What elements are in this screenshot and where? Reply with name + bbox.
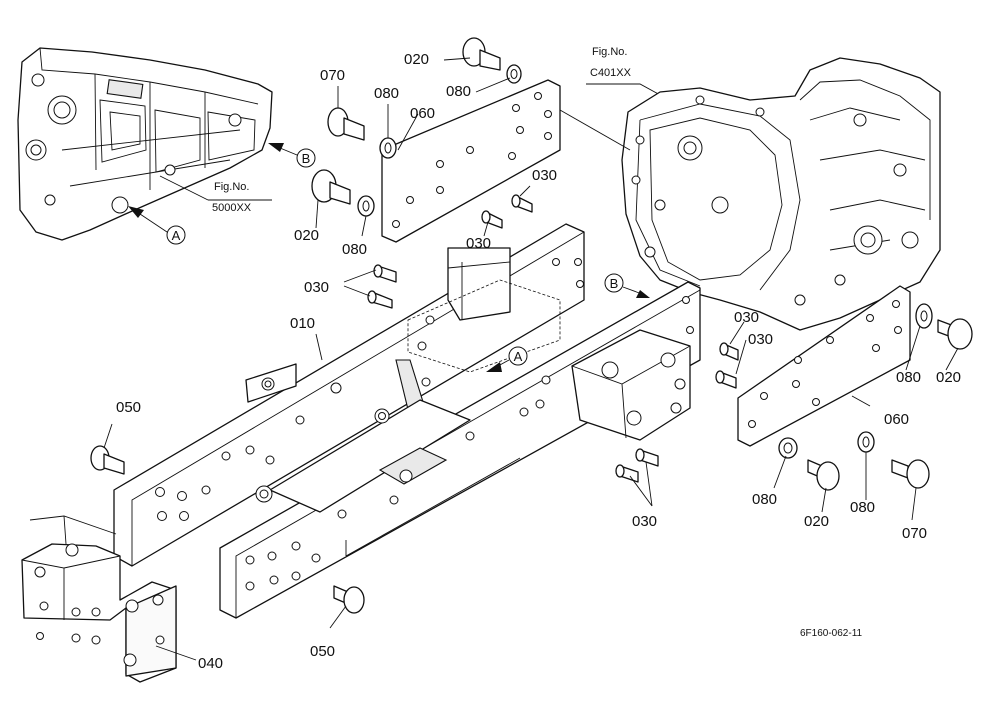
bolt-020-right (937, 318, 973, 350)
bolt-070-top (327, 107, 365, 141)
label-030-e: 030 (748, 331, 773, 348)
washer-080-c (357, 195, 375, 217)
washer-080-b (379, 137, 397, 159)
leader-lines (103, 57, 959, 661)
label-030-a: 030 (532, 167, 557, 184)
label-060-right: 060 (884, 411, 909, 428)
label-030-b: 030 (466, 235, 491, 252)
svg-text:Fig.No.: Fig.No. (592, 46, 627, 58)
label-040: 040 (198, 655, 223, 672)
bolt-070-bottom (891, 459, 930, 489)
label-030-c: 030 (304, 279, 329, 296)
label-080-a: 080 (446, 83, 471, 100)
svg-text:C401XX: C401XX (590, 67, 632, 79)
bolt-020-top (462, 37, 501, 71)
label-030-f: 030 (632, 513, 657, 530)
label-080-f: 080 (850, 499, 875, 516)
plate-060-top (381, 79, 631, 243)
bolt-050-left (90, 445, 125, 475)
washer-080-br (857, 431, 875, 453)
label-010: 010 (290, 315, 315, 332)
label-080-c: 080 (342, 241, 367, 258)
engine-block (17, 47, 273, 241)
bolt-050-bottom (333, 585, 365, 614)
label-030-d: 030 (734, 309, 759, 326)
washer-080-top (506, 64, 522, 84)
plate-060-right (737, 285, 911, 447)
fig-ref-5000xx: Fig.No. 5000XX (159, 175, 272, 214)
svg-text:Fig.No.: Fig.No. (214, 181, 249, 193)
svg-text:A: A (172, 228, 181, 243)
callout-b-top: B (268, 143, 316, 168)
label-080-b: 080 (374, 85, 399, 102)
label-080-e: 080 (752, 491, 777, 508)
bolt-020-left (311, 169, 351, 205)
label-020-top: 020 (404, 51, 429, 68)
frame-rail-010 (113, 223, 585, 567)
callout-b-right: B (604, 273, 650, 298)
label-070-top: 070 (320, 67, 345, 84)
bolt-020-bottom (807, 459, 840, 491)
label-060-top: 060 (410, 105, 435, 122)
label-020-right: 020 (936, 369, 961, 386)
bolt-030-set (367, 194, 739, 483)
washer-080-bl (778, 437, 798, 459)
svg-text:B: B (610, 276, 619, 291)
callout-a-top: A (128, 206, 186, 245)
svg-text:A: A (514, 349, 523, 364)
callout-a-center: A (486, 346, 528, 372)
frame-rail-front (219, 281, 701, 619)
part-labels: 020 080 070 080 060 020 080 030 030 030 … (116, 51, 961, 672)
label-020-left: 020 (294, 227, 319, 244)
transmission-housing (621, 57, 941, 331)
label-050-left: 050 (116, 399, 141, 416)
svg-text:B: B (302, 151, 311, 166)
washer-080-right-top (915, 303, 933, 329)
label-080-d: 080 (896, 369, 921, 386)
svg-text:5000XX: 5000XX (212, 202, 252, 214)
figure-code: 6F160-062-11 (800, 628, 863, 639)
label-020-bottom: 020 (804, 513, 829, 530)
front-bracket-040 (21, 515, 177, 683)
fig-ref-c401xx: Fig.No. C401XX (586, 46, 663, 97)
label-070-bottom: 070 (902, 525, 927, 542)
label-050-bottom: 050 (310, 643, 335, 660)
